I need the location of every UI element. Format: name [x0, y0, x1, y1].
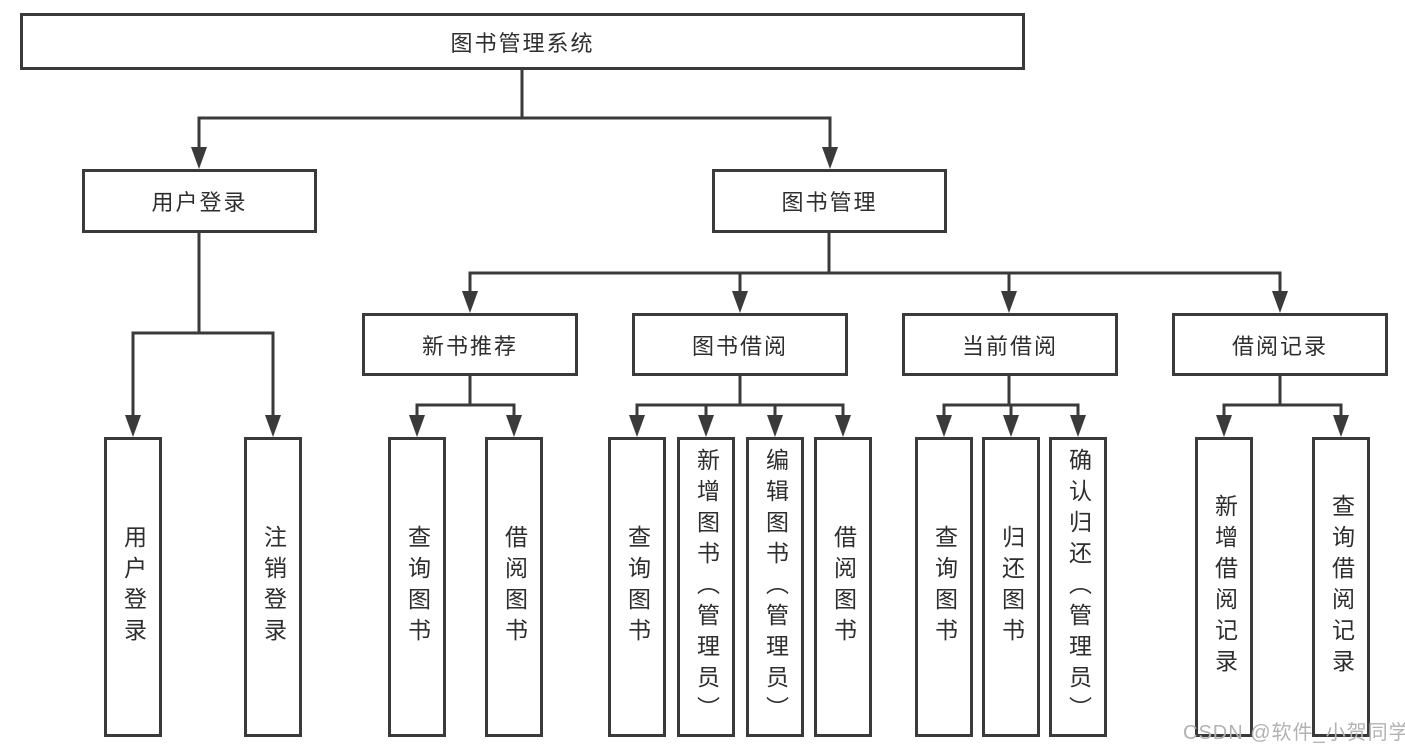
leaf-borrow-query-books-label: 查询图书	[624, 525, 651, 649]
leaf-current-return-books-label: 归还图书	[998, 525, 1025, 649]
leaf-borrow-edit-books-admin: 编辑图书（管理员）	[746, 437, 804, 737]
node-new-book-recommend: 新书推荐	[362, 313, 578, 376]
leaf-current-return-books: 归还图书	[982, 437, 1040, 737]
leaf-borrow-add-books-admin: 新增图书（管理员）	[677, 437, 735, 737]
connector-records-to-leaves	[1216, 376, 1349, 437]
leaf-user-login-label: 用户登录	[120, 525, 147, 649]
connector-bookmgmt-to-level3	[462, 233, 1288, 313]
leaf-records-add-record: 新增借阅记录	[1195, 437, 1253, 737]
node-current-borrowing: 当前借阅	[902, 313, 1118, 376]
leaf-user-login: 用户登录	[104, 437, 162, 737]
leaf-records-query-record-label: 查询借阅记录	[1328, 494, 1355, 680]
leaf-newrec-borrow-books-label: 借阅图书	[501, 525, 528, 649]
connector-root-to-level2	[191, 70, 838, 169]
leaf-borrow-edit-books-admin-label: 编辑图书（管理员）	[762, 447, 789, 727]
node-root: 图书管理系统	[20, 13, 1025, 70]
node-borrowing-records: 借阅记录	[1172, 313, 1388, 376]
leaf-borrow-borrow-books-label: 借阅图书	[830, 525, 857, 649]
node-book-borrowing: 图书借阅	[632, 313, 848, 376]
leaf-newrec-query-books: 查询图书	[388, 437, 446, 737]
connector-borrow-to-leaves	[629, 376, 851, 437]
leaf-current-query-books-label: 查询图书	[931, 525, 958, 649]
watermark: CSDN @软件_小贺同学	[1183, 722, 1405, 744]
leaf-borrow-add-books-admin-label: 新增图书（管理员）	[693, 447, 720, 727]
leaf-current-query-books: 查询图书	[915, 437, 973, 737]
connector-newrec-to-leaves	[409, 376, 522, 437]
leaf-current-confirm-return-admin-label: 确认归还（管理员）	[1065, 447, 1092, 727]
leaf-newrec-query-books-label: 查询图书	[404, 525, 431, 649]
leaf-records-add-record-label: 新增借阅记录	[1211, 494, 1238, 680]
node-book-management: 图书管理	[712, 169, 947, 233]
leaf-logout-label: 注销登录	[260, 525, 287, 649]
leaf-current-confirm-return-admin: 确认归还（管理员）	[1049, 437, 1107, 737]
connector-current-to-leaves	[936, 376, 1086, 437]
leaf-newrec-borrow-books: 借阅图书	[485, 437, 543, 737]
leaf-borrow-query-books: 查询图书	[608, 437, 666, 737]
node-user-login: 用户登录	[82, 169, 317, 233]
leaf-logout: 注销登录	[244, 437, 302, 737]
leaf-borrow-borrow-books: 借阅图书	[814, 437, 872, 737]
leaf-records-query-record: 查询借阅记录	[1312, 437, 1370, 737]
connector-userlogin-to-leaves	[125, 233, 281, 437]
